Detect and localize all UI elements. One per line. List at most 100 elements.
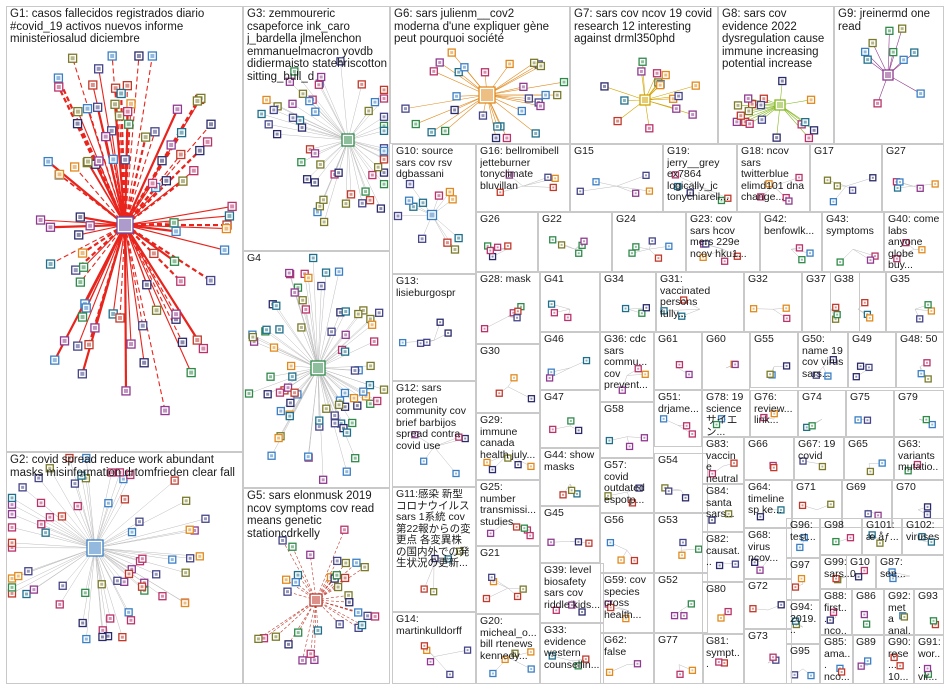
node-avatar [174, 312, 179, 317]
group-panel-g65: G65 [844, 437, 894, 480]
node-avatar [832, 358, 835, 361]
network-edge [77, 224, 126, 347]
node-avatar [759, 515, 762, 518]
node-avatar [691, 669, 694, 672]
node-avatar [96, 66, 101, 71]
node-avatar [408, 182, 412, 186]
node-avatar [585, 359, 588, 362]
group-panel-g27: G27 [882, 144, 944, 212]
node-avatar [88, 223, 93, 228]
network-edge [852, 248, 876, 257]
node-avatar [634, 192, 637, 195]
node-avatar [829, 503, 832, 506]
group-panel-g49: G49 [848, 332, 896, 388]
group-panel-g35: G35 [886, 272, 944, 332]
group-label-g56: G56 [604, 515, 624, 526]
node-avatar [46, 159, 51, 164]
node-avatar [300, 126, 304, 130]
node-avatar [322, 220, 326, 224]
network-edge [507, 657, 532, 670]
network-edge [273, 109, 349, 141]
node-avatar [679, 673, 682, 676]
node-avatar [272, 346, 276, 350]
node-avatar [903, 615, 906, 618]
network-edge [317, 367, 371, 404]
node-avatar [840, 670, 843, 673]
group-panel-g50: G50: name 19 cov virus sars... [798, 332, 848, 388]
node-avatar [89, 542, 101, 554]
node-avatar [803, 120, 807, 124]
node-avatar [631, 252, 634, 255]
network-edge [86, 108, 126, 226]
group-panel-g32: G32 [744, 272, 802, 332]
node-avatar [256, 637, 260, 641]
node-avatar [92, 325, 97, 330]
node-avatar [84, 456, 88, 460]
network-edge [306, 139, 349, 180]
node-avatar [680, 315, 683, 318]
group-label-g76: G76: review... link... [754, 392, 793, 426]
node-avatar [338, 399, 342, 403]
node-avatar [720, 417, 723, 420]
node-avatar [309, 652, 313, 656]
group-panel-g28: G28: mask [476, 272, 540, 344]
node-avatar [382, 115, 386, 119]
network-edge [277, 133, 349, 141]
node-avatar [163, 408, 168, 413]
node-avatar [224, 226, 229, 231]
network-edge [320, 76, 349, 141]
node-avatar [900, 27, 904, 31]
network-edge [268, 124, 349, 141]
node-avatar [338, 59, 342, 63]
node-avatar [100, 635, 104, 639]
node-avatar [566, 316, 569, 319]
network-edge [86, 547, 96, 640]
node-avatar [519, 305, 522, 308]
group-label-g42: G42: benfowlk... [764, 214, 815, 237]
node-avatar [128, 473, 132, 477]
node-avatar [682, 614, 685, 617]
node-avatar [373, 614, 377, 618]
node-avatar [735, 120, 739, 124]
node-avatar [128, 101, 133, 106]
node-avatar [826, 375, 829, 378]
node-avatar [83, 591, 87, 595]
node-avatar [288, 414, 292, 418]
group-panel-g82: G82: causat... [702, 532, 744, 582]
group-panel-g61: G61 [654, 332, 702, 390]
network-edge [317, 367, 320, 421]
node-avatar [184, 499, 188, 503]
node-avatar [746, 97, 750, 101]
node-avatar [317, 425, 321, 429]
node-avatar [759, 103, 763, 107]
group-label-g27: G27 [886, 146, 906, 157]
node-avatar [636, 662, 639, 665]
node-avatar [551, 238, 554, 241]
group-panel-g6: G6: sars julienm__cov2 moderna d'une exp… [390, 6, 570, 144]
node-avatar [577, 429, 580, 432]
node-avatar [785, 317, 788, 320]
node-avatar [506, 244, 509, 247]
node-avatar [137, 520, 141, 524]
node-avatar [308, 553, 312, 557]
group-label-g45: G45 [544, 508, 564, 519]
node-avatar [926, 667, 929, 670]
node-avatar [677, 94, 681, 98]
node-avatar [504, 658, 507, 661]
group-panel-g77: G77 [654, 633, 704, 684]
group-label-g32: G32 [748, 274, 768, 285]
node-avatar [815, 374, 818, 377]
node-avatar [529, 465, 532, 468]
network-edge [310, 599, 317, 654]
group-label-g87: G87: see... [880, 557, 906, 580]
group-panel-g2: G2: covid spread reduce work abundant ma… [6, 452, 243, 684]
node-avatar [812, 128, 816, 132]
node-avatar [432, 590, 435, 593]
node-avatar [109, 128, 114, 133]
network-edge [124, 131, 156, 226]
node-avatar [898, 180, 901, 183]
network-edge [302, 599, 317, 661]
node-avatar [150, 54, 155, 58]
network-edge [317, 271, 340, 369]
node-avatar [197, 148, 202, 153]
